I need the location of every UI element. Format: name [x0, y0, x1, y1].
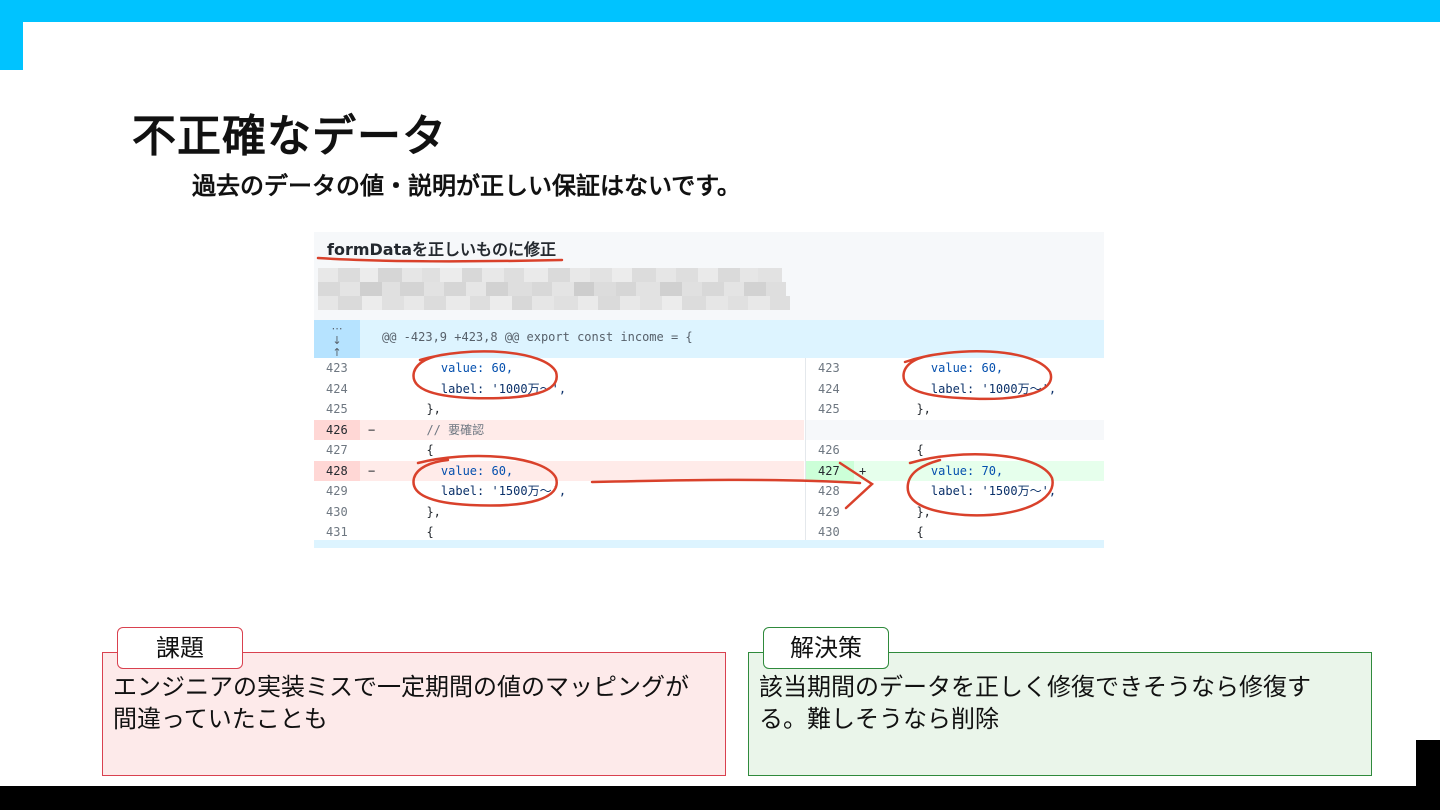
diff-right-line: 430 {	[805, 522, 1104, 543]
code-text: },	[916, 402, 931, 416]
diff-right-line-added: 427 + value: 70,	[805, 460, 1104, 481]
hunk-header-text: @@ -423,9 +423,8 @@ export const income …	[382, 330, 693, 344]
diff-right-line: 426 {	[805, 440, 1104, 461]
line-number[interactable]: 429	[326, 484, 348, 498]
diff-row: 428 − value: 60, 427 + value: 70,	[314, 460, 1104, 481]
diff-left-line: 424 label: '1000万〜',	[314, 379, 804, 400]
code-text: label: '1500万〜',	[930, 484, 1057, 498]
code-text: },	[426, 402, 441, 416]
code-text: {	[916, 443, 924, 457]
diff-row: 429 label: '1500万〜', 428 label: '1500万〜'…	[314, 481, 1104, 502]
blurred-commit-meta	[318, 296, 790, 310]
arrow-down-icon: ↓	[332, 334, 342, 347]
diff-row: 430 }, 429 },	[314, 501, 1104, 523]
line-number[interactable]: 425	[818, 402, 840, 416]
diff-right-line: 423 value: 60,	[805, 358, 1104, 379]
blurred-commit-meta	[318, 282, 786, 296]
slide-subtitle: 過去のデータの値・説明が正しい保証はないです。	[192, 172, 741, 200]
code-text: value: 70,	[930, 463, 1004, 478]
commit-title: formDataを正しいものに修正	[327, 240, 557, 259]
line-number[interactable]: 423	[326, 361, 348, 375]
code-text: value: 60,	[930, 361, 1004, 375]
hunk-header: ⋯ ↓ ↑ @@ -423,9 +423,8 @@ export const i…	[314, 320, 1104, 359]
top-accent-bar	[0, 0, 1440, 22]
deletion-marker: −	[368, 463, 376, 478]
bottom-bar	[0, 786, 1440, 810]
line-number[interactable]: 425	[326, 402, 348, 416]
diff-right-line: 425 },	[805, 399, 1104, 420]
line-number[interactable]: 428	[314, 460, 360, 481]
diff-left-line-deleted: 428 − value: 60,	[314, 460, 804, 481]
diff-left-line-deleted: 426 − // 要確認	[314, 419, 804, 440]
line-number[interactable]: 424	[326, 381, 348, 396]
diff-row: 431 { 430 {	[314, 522, 1104, 543]
issue-box: エンジニアの実装ミスで一定期間の値のマッピングが間違っていたことも	[102, 652, 726, 776]
line-number[interactable]: 424	[818, 381, 840, 396]
code-text: value: 60,	[440, 361, 514, 375]
dots-icon: ⋯	[331, 322, 343, 335]
line-number[interactable]: 431	[326, 525, 348, 539]
corner-block	[1416, 740, 1440, 810]
diff-left-line: 431 {	[314, 522, 804, 543]
line-number[interactable]: 427	[326, 443, 348, 457]
code-text: label: '1000万〜',	[440, 381, 567, 396]
issue-label: 課題	[117, 627, 243, 669]
expand-lines-button[interactable]: ⋯ ↓ ↑	[314, 320, 360, 359]
deletion-marker: −	[368, 422, 376, 437]
code-text: label: '1500万〜',	[440, 484, 567, 498]
diff-lines: 423 value: 60, 423 value: 60, 424 label:…	[314, 358, 1104, 543]
line-number[interactable]: 430	[818, 525, 840, 539]
code-text: label: '1000万〜',	[930, 381, 1057, 396]
code-text: },	[426, 504, 441, 519]
diff-right-line: 424 label: '1000万〜',	[805, 378, 1104, 399]
line-number[interactable]: 428	[818, 484, 840, 498]
diff-bottom-strip	[314, 540, 1104, 548]
line-number[interactable]: 430	[326, 504, 348, 519]
diff-right-line-empty	[805, 419, 1104, 440]
commit-header: formDataを正しいものに修正	[314, 232, 1104, 320]
slide-title: 不正確なデータ	[132, 111, 447, 162]
diff-row: 424 label: '1000万〜', 424 label: '1000万〜'…	[314, 378, 1104, 400]
code-text: },	[916, 504, 931, 519]
blurred-commit-meta	[318, 268, 782, 282]
addition-marker: +	[859, 463, 867, 478]
line-number[interactable]: 427	[806, 460, 854, 481]
line-number[interactable]: 426	[314, 419, 360, 440]
line-number[interactable]: 426	[818, 443, 840, 457]
code-text: // 要確認	[426, 422, 485, 437]
solution-label: 解決策	[763, 627, 889, 669]
diff-screenshot: formDataを正しいものに修正 ⋯ ↓ ↑ @@ -423,9 +423,8…	[314, 232, 1104, 548]
issue-text: エンジニアの実装ミスで一定期間の値のマッピングが間違っていたことも	[113, 673, 689, 733]
top-accent-tab	[0, 22, 23, 70]
diff-row: 425 }, 425 },	[314, 399, 1104, 420]
solution-text: 該当期間のデータを正しく修復できそうなら修復する。難しそうなら削除	[759, 673, 1311, 733]
code-text: {	[426, 525, 434, 539]
code-text: value: 60,	[440, 463, 514, 478]
diff-left-line: 430 },	[314, 502, 804, 523]
diff-row: 423 value: 60, 423 value: 60,	[314, 358, 1104, 379]
diff-left-line: 425 },	[314, 399, 804, 420]
diff-left-line: 427 {	[314, 440, 804, 461]
line-number[interactable]: 429	[818, 504, 840, 519]
code-text: {	[916, 525, 924, 539]
diff-left-line: 423 value: 60,	[314, 358, 804, 379]
line-number[interactable]: 423	[818, 361, 840, 375]
diff-right-line: 428 label: '1500万〜',	[805, 481, 1104, 502]
solution-box: 該当期間のデータを正しく修復できそうなら修復する。難しそうなら削除	[748, 652, 1372, 776]
diff-row: 426 − // 要確認	[314, 419, 1104, 440]
diff-row: 427 { 426 {	[314, 440, 1104, 461]
code-text: {	[426, 443, 434, 457]
diff-left-line: 429 label: '1500万〜',	[314, 481, 804, 502]
diff-right-line: 429 },	[805, 501, 1104, 522]
arrow-up-icon: ↑	[332, 346, 342, 359]
